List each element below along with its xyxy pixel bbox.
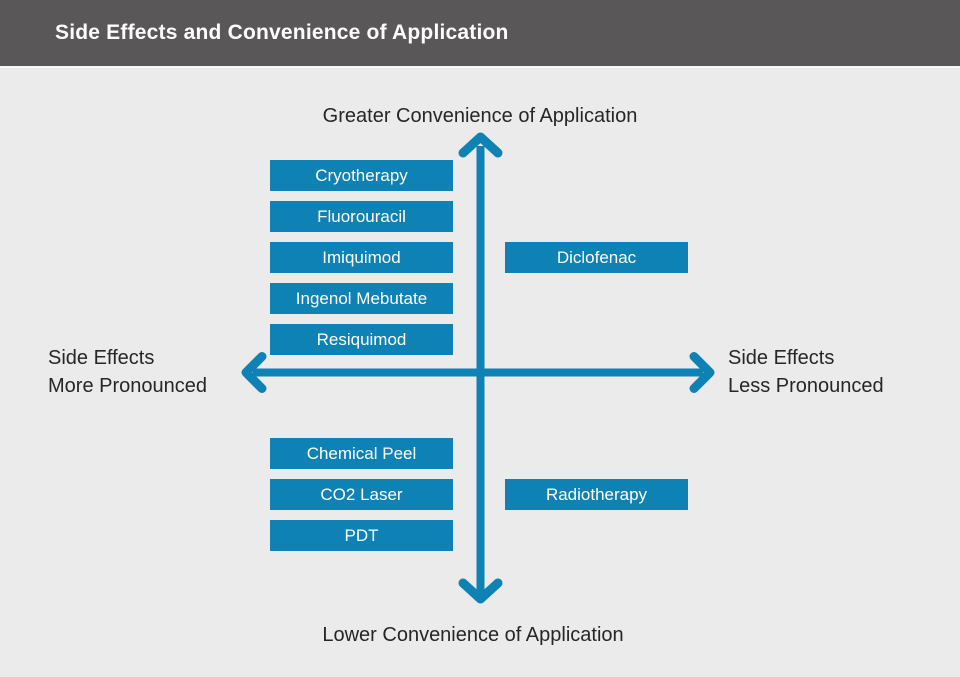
axis-label-top: Greater Convenience of Application [322, 105, 638, 127]
axis-label-left: Side Effects More Pronounced [48, 344, 207, 400]
treatment-box-co2-laser: CO2 Laser [270, 479, 453, 510]
quadrant-bottom-right: Radiotherapy [505, 479, 688, 510]
axis-label-right-line2: Less Pronounced [728, 375, 884, 397]
axis-label-right: Side Effects Less Pronounced [728, 344, 884, 400]
axis-label-right-line1: Side Effects [728, 347, 835, 369]
treatment-box-pdt: PDT [270, 520, 453, 551]
quadrant-bottom-left: Chemical Peel CO2 Laser PDT [270, 438, 453, 551]
quadrant-top-left: Cryotherapy Fluorouracil Imiquimod Ingen… [270, 160, 453, 355]
page-title: Side Effects and Convenience of Applicat… [55, 21, 509, 44]
arrow-left-icon [241, 352, 267, 393]
arrow-down-icon [458, 578, 503, 604]
axis-label-bottom: Lower Convenience of Application [322, 624, 624, 646]
quadrant-top-right: Diclofenac [505, 242, 688, 273]
axis-label-left-line1: Side Effects [48, 347, 155, 369]
axis-label-left-line2: More Pronounced [48, 375, 207, 397]
vertical-axis-arrow [458, 132, 503, 604]
title-bar: Side Effects and Convenience of Applicat… [0, 0, 960, 68]
arrow-up-icon [458, 132, 503, 158]
treatment-box-imiquimod: Imiquimod [270, 242, 453, 273]
treatment-box-ingenol-mebutate: Ingenol Mebutate [270, 283, 453, 314]
treatment-box-radiotherapy: Radiotherapy [505, 479, 688, 510]
treatment-box-resiquimod: Resiquimod [270, 324, 453, 355]
horizontal-axis-arrow [241, 352, 715, 393]
treatment-box-cryotherapy: Cryotherapy [270, 160, 453, 191]
treatment-box-chemical-peel: Chemical Peel [270, 438, 453, 469]
arrow-right-icon [689, 352, 715, 393]
treatment-box-diclofenac: Diclofenac [505, 242, 688, 273]
treatment-box-fluorouracil: Fluorouracil [270, 201, 453, 232]
